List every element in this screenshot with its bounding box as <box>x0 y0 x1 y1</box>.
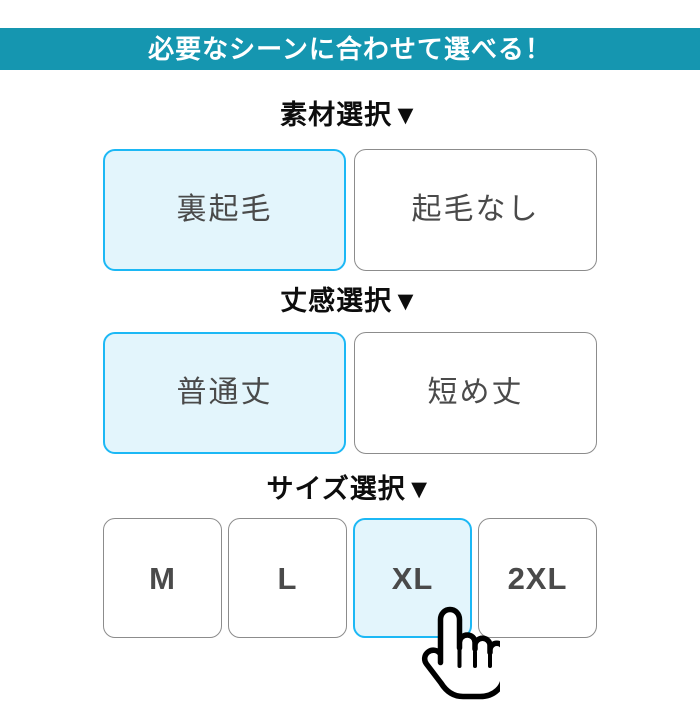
option-button-size-0[interactable]: M <box>103 518 222 638</box>
option-button-material-0[interactable]: 裏起毛 <box>103 149 346 271</box>
section-title-size: サイズ選択▼ <box>266 474 434 504</box>
option-row-material: 裏起毛 起毛なし <box>103 149 597 271</box>
option-button-length-0[interactable]: 普通丈 <box>103 332 346 454</box>
banner-title: 必要なシーンに合わせて選べる！ <box>148 34 552 64</box>
section-title-length: 丈感選択▼ <box>280 286 420 316</box>
option-row-size: M L XL 2XL <box>103 518 597 638</box>
option-button-size-2[interactable]: XL <box>353 518 472 638</box>
option-button-size-1[interactable]: L <box>228 518 347 638</box>
section-title-material: 素材選択▼ <box>280 100 420 130</box>
header-banner: 必要なシーンに合わせて選べる！ <box>0 28 700 70</box>
option-button-material-1[interactable]: 起毛なし <box>354 149 597 271</box>
option-button-size-3[interactable]: 2XL <box>478 518 597 638</box>
option-row-length: 普通丈 短め丈 <box>103 332 597 454</box>
option-button-length-1[interactable]: 短め丈 <box>354 332 597 454</box>
